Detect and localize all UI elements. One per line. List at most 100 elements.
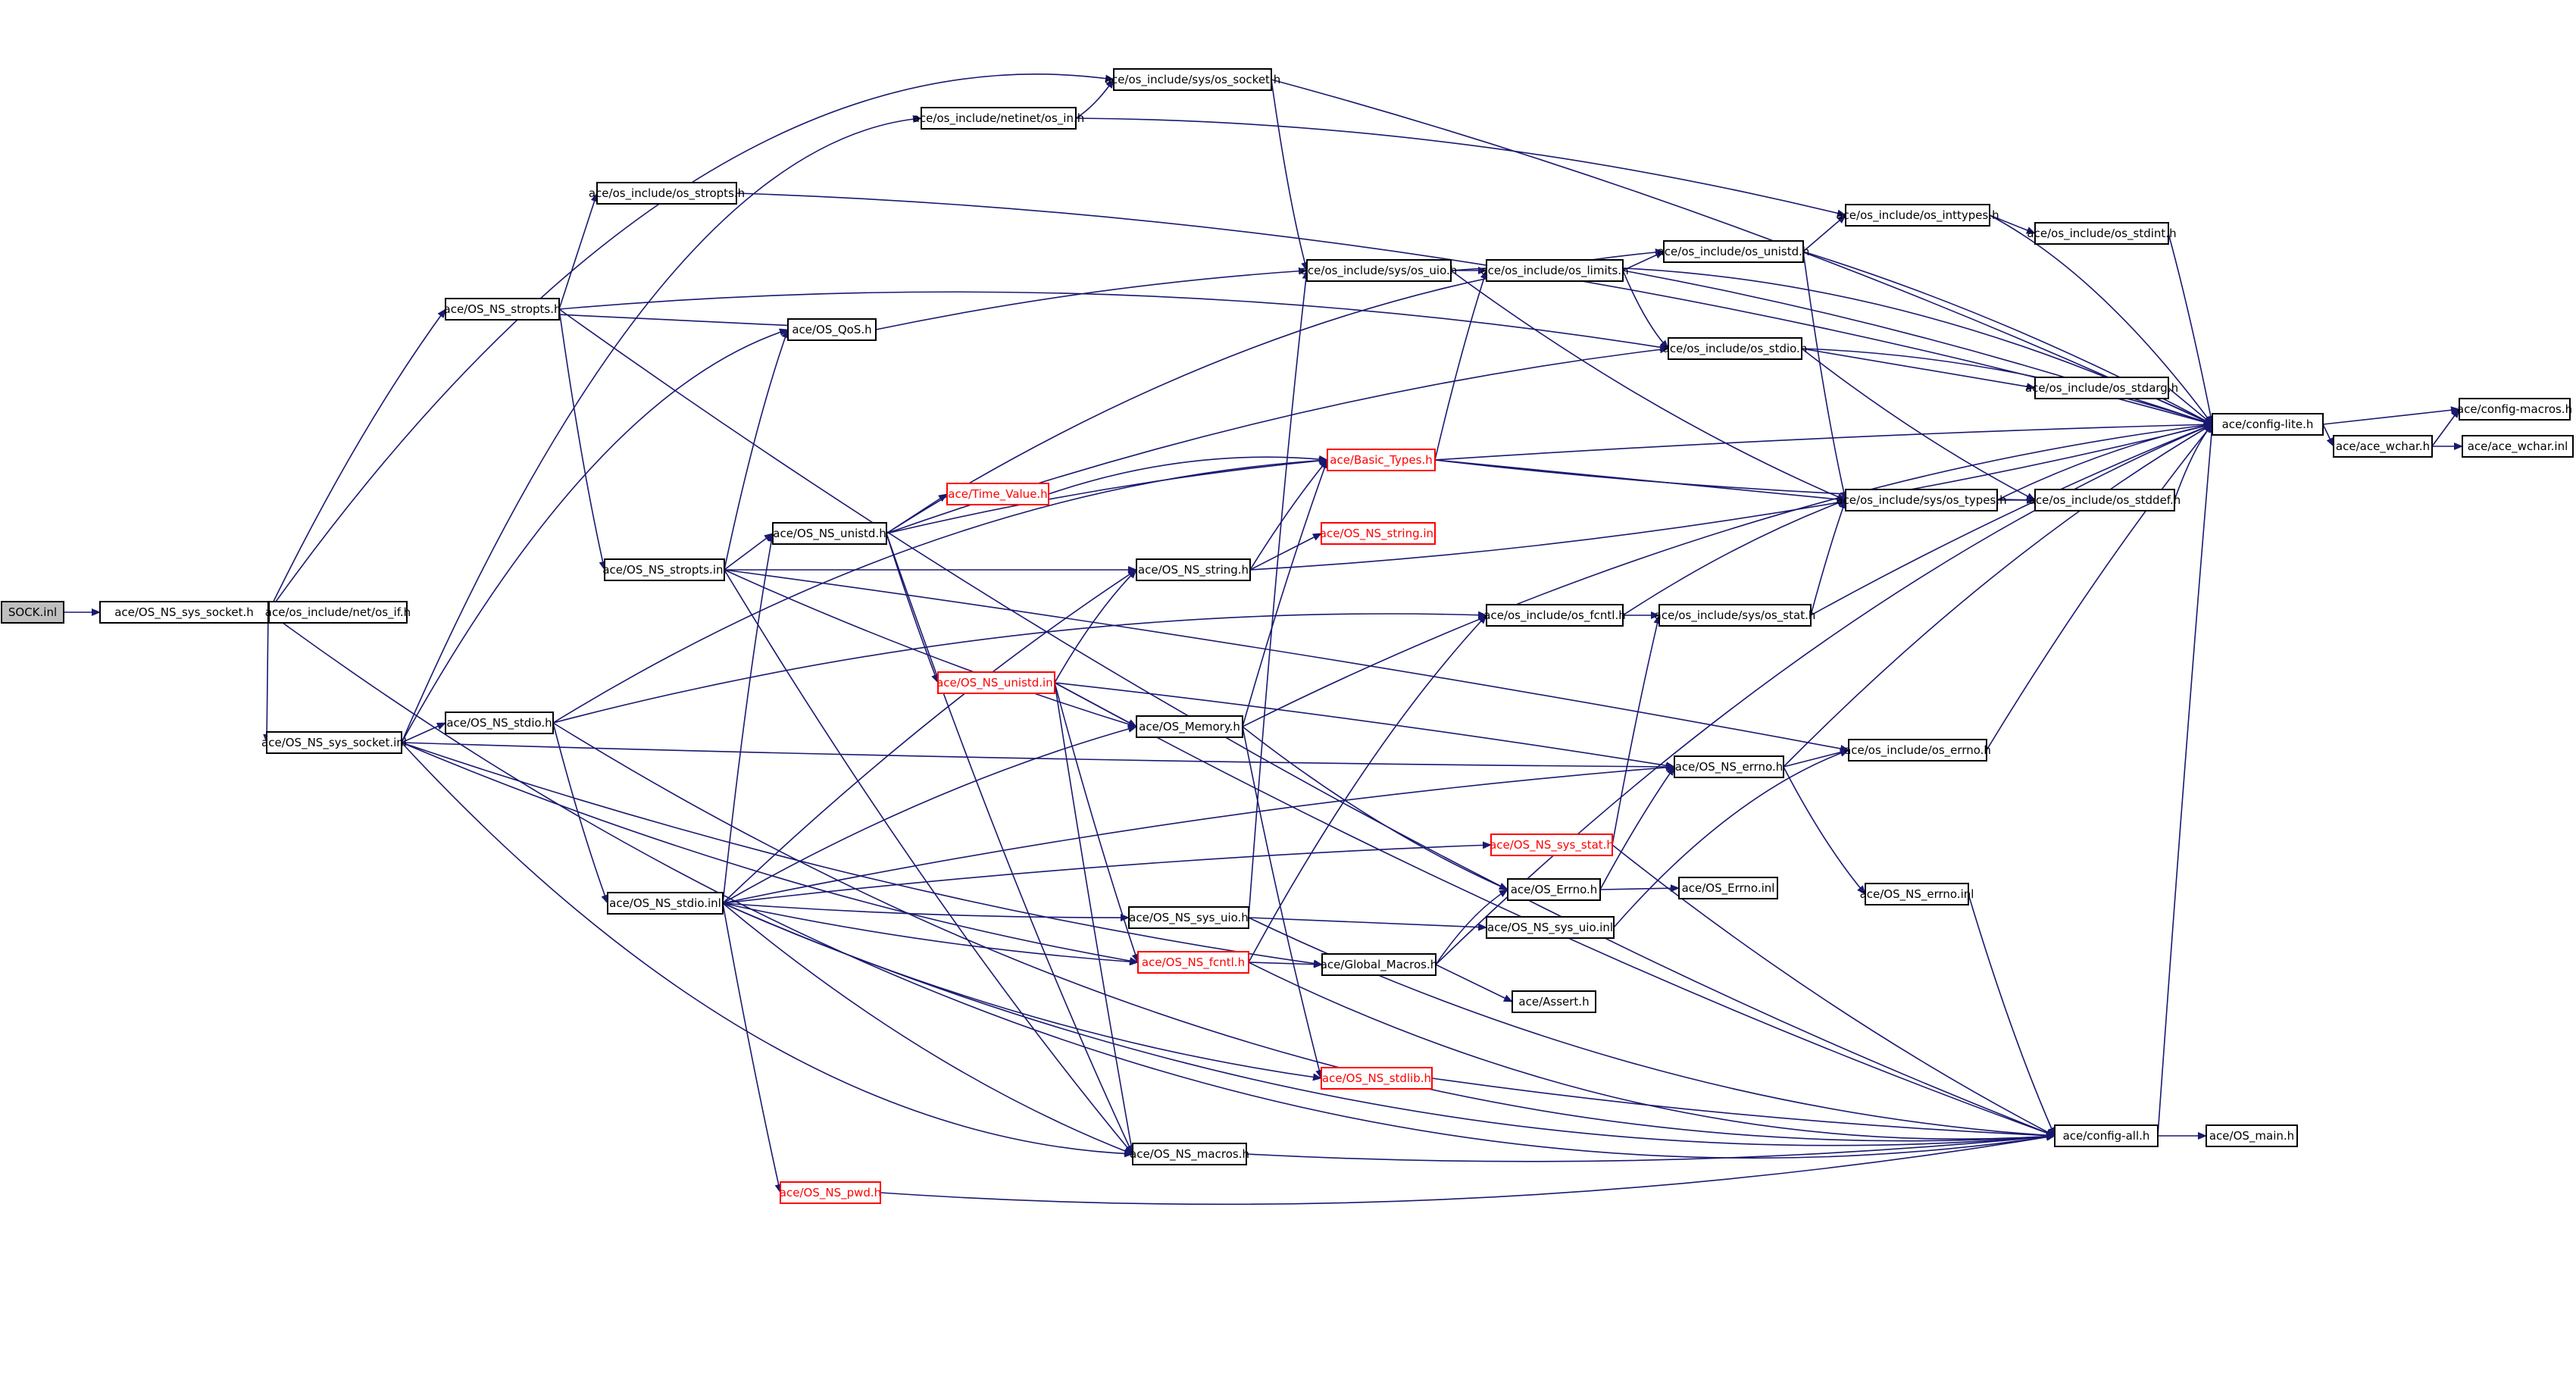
node-sys-os-stat-h[interactable]: ace/os_include/sys/os_stat.h [1655, 604, 1816, 627]
node-label: ace/os_include/os_stdarg.h [2025, 381, 2178, 396]
node-os-errno-h[interactable]: ace/os_include/os_errno.h [1844, 739, 1991, 762]
include-edge [1249, 422, 2213, 571]
include-edge [722, 902, 783, 1193]
node-box [1137, 951, 1249, 974]
node-os-ns-stropts-inl[interactable]: ace/OS_NS_stropts.inl [602, 558, 727, 581]
node-ace-wchar-h[interactable]: ace/ace_wchar.h [2333, 435, 2433, 458]
node-os-ns-errno-h[interactable]: ace/OS_NS_errno.h [1674, 755, 1784, 778]
node-os-stdarg-h[interactable]: ace/os_include/os_stdarg.h [2025, 377, 2178, 399]
include-edge [1622, 499, 1846, 616]
node-sys-os-socket-h[interactable]: ace/os_include/sys/os_socket.h [1105, 68, 1280, 91]
include-edge [1242, 421, 2213, 727]
node-os-ns-unistd-inl[interactable]: ace/OS_NS_unistd.inl [936, 671, 1056, 694]
include-edge [2157, 424, 2216, 1137]
node-os-ns-sys-socket-h[interactable]: ace/OS_NS_sys_socket.h [99, 601, 269, 624]
node-os-errno-inl[interactable]: ace/OS_Errno.inl [1678, 877, 1778, 899]
node-os-ns-sys-stat-h[interactable]: ace/OS_NS_sys_stat.h [1490, 833, 1614, 856]
include-edge [886, 457, 1328, 534]
node-label: SOCK.inl [8, 605, 57, 619]
include-edge [722, 841, 1492, 904]
node-sys-os-types-h[interactable]: ace/os_include/sys/os_types.h [1836, 489, 2007, 511]
node-os-unistd-h[interactable]: ace/os_include/os_unistd.h [1658, 240, 1810, 263]
include-edge [1054, 569, 1137, 683]
node-os-ns-sys-uio-inl[interactable]: ace/OS_NS_sys_uio.inl [1486, 916, 1615, 939]
include-edge [722, 725, 1137, 904]
node-os-limits-h[interactable]: ace/os_include/os_limits.h [1480, 259, 1629, 282]
node-assert-h[interactable]: ace/Assert.h [1512, 990, 1596, 1013]
node-os-ns-string-h[interactable]: ace/OS_NS_string.h [1136, 558, 1251, 581]
include-edge [1989, 214, 2213, 425]
node-label: ace/os_include/net/os_if.h [265, 605, 411, 620]
node-os-memory-h[interactable]: ace/OS_Memory.h [1136, 715, 1243, 738]
node-basic-types-h[interactable]: ace/Basic_Types.h [1327, 449, 1436, 471]
include-edge [1246, 1133, 2055, 1162]
node-label: ace/OS_NS_string.h [1138, 563, 1249, 577]
node-os-ns-errno-inl[interactable]: ace/OS_NS_errno.inl [1860, 883, 1974, 905]
node-sock-inl: SOCK.inl [1, 601, 64, 624]
node-label: ace/OS_NS_unistd.h [773, 527, 886, 541]
node-net-os-if-h[interactable]: ace/os_include/net/os_if.h [265, 601, 411, 624]
node-os-ns-fcntl-h[interactable]: ace/OS_NS_fcntl.h [1137, 951, 1249, 974]
node-config-lite-h[interactable]: ace/config-lite.h [2212, 413, 2324, 436]
node-label: ace/OS_NS_stropts.h [444, 302, 561, 317]
node-box [1845, 204, 1990, 227]
node-sys-os-uio-h[interactable]: ace/os_include/sys/os_uio.h [1301, 259, 1458, 282]
node-os-ns-sys-uio-h[interactable]: ace/OS_NS_sys_uio.h [1128, 906, 1249, 929]
node-netinet-os-in-h[interactable]: ace/os_include/netinet/os_in.h [913, 107, 1085, 130]
include-edge [2168, 233, 2215, 425]
include-edge [1435, 889, 1508, 965]
node-box [1321, 1067, 1433, 1090]
node-os-ns-unistd-h[interactable]: ace/OS_NS_unistd.h [772, 522, 887, 545]
node-label: ace/os_include/os_errno.h [1844, 743, 1991, 758]
node-os-inttypes-h[interactable]: ace/os_include/os_inttypes.h [1836, 204, 1999, 227]
node-box [1865, 883, 1969, 905]
node-label: ace/OS_NS_macros.h [1130, 1147, 1249, 1162]
include-edge [401, 742, 1675, 771]
node-label: ace/os_include/os_stddef.h [2029, 493, 2181, 508]
node-box [1490, 833, 1613, 856]
node-box [1663, 240, 1804, 263]
node-os-ns-macros-h[interactable]: ace/OS_NS_macros.h [1130, 1143, 1249, 1165]
node-label: ace/OS_NS_errno.inl [1860, 887, 1974, 902]
include-edge [401, 742, 1323, 968]
node-label: ace/OS_Memory.h [1139, 720, 1240, 734]
node-os-ns-string-inl[interactable]: ace/OS_NS_string.inl [1320, 522, 1436, 545]
node-box [268, 601, 408, 624]
node-global-macros-h[interactable]: ace/Global_Macros.h [1321, 953, 1438, 976]
node-os-qos-h[interactable]: ace/OS_QoS.h [787, 318, 877, 341]
node-os-stddef-h[interactable]: ace/os_include/os_stddef.h [2029, 489, 2181, 511]
node-os-ns-stdlib-h[interactable]: ace/OS_NS_stdlib.h [1321, 1067, 1433, 1090]
include-edge [1248, 917, 1487, 931]
node-box [2206, 1124, 2298, 1147]
node-label: ace/Assert.h [1518, 995, 1589, 1009]
node-os-ns-sys-socket-inl[interactable]: ace/OS_NS_sys_socket.inl [261, 731, 407, 754]
node-config-macros-h[interactable]: ace/config-macros.h [2457, 398, 2572, 421]
include-edge [267, 611, 2055, 1159]
node-os-errno-h2[interactable]: ace/OS_Errno.h [1507, 878, 1601, 901]
node-box [1321, 522, 1436, 545]
include-edge [1271, 79, 1308, 271]
node-config-all-h[interactable]: ace/config-all.h [2054, 1124, 2159, 1147]
include-edge [722, 763, 1675, 904]
node-os-main-h[interactable]: ace/OS_main.h [2206, 1124, 2298, 1147]
node-box [1668, 337, 1802, 360]
node-time-value-h[interactable]: ace/Time_Value.h [946, 483, 1049, 505]
node-label: ace/OS_NS_sys_socket.inl [261, 736, 407, 750]
node-os-ns-stropts-h[interactable]: ace/OS_NS_stropts.h [444, 298, 561, 321]
include-edge [1054, 682, 1675, 770]
include-edge [552, 611, 1487, 724]
node-os-fcntl-h[interactable]: ace/os_include/os_fcntl.h [1483, 604, 1626, 627]
node-os-ns-pwd-h[interactable]: ace/OS_NS_pwd.h [780, 1181, 881, 1204]
node-os-stropts-h[interactable]: ace/os_include/os_stropts.h [589, 182, 745, 205]
node-os-stdio-h[interactable]: ace/os_include/os_stdio.h [1663, 337, 1808, 360]
include-edge [1249, 459, 1328, 571]
node-label: ace/os_include/sys/os_types.h [1836, 493, 2006, 508]
include-edge [724, 569, 1137, 728]
node-label: ace/OS_NS_unistd.inl [936, 676, 1056, 690]
node-os-ns-stdio-inl[interactable]: ace/OS_NS_stdio.inl [607, 892, 724, 915]
node-os-stdint-h[interactable]: ace/os_include/os_stdint.h [2027, 222, 2177, 245]
node-ace-wchar-inl[interactable]: ace/ace_wchar.inl [2462, 435, 2574, 458]
node-os-ns-stdio-h[interactable]: ace/OS_NS_stdio.h [445, 712, 554, 734]
include-edge [1802, 214, 1846, 252]
